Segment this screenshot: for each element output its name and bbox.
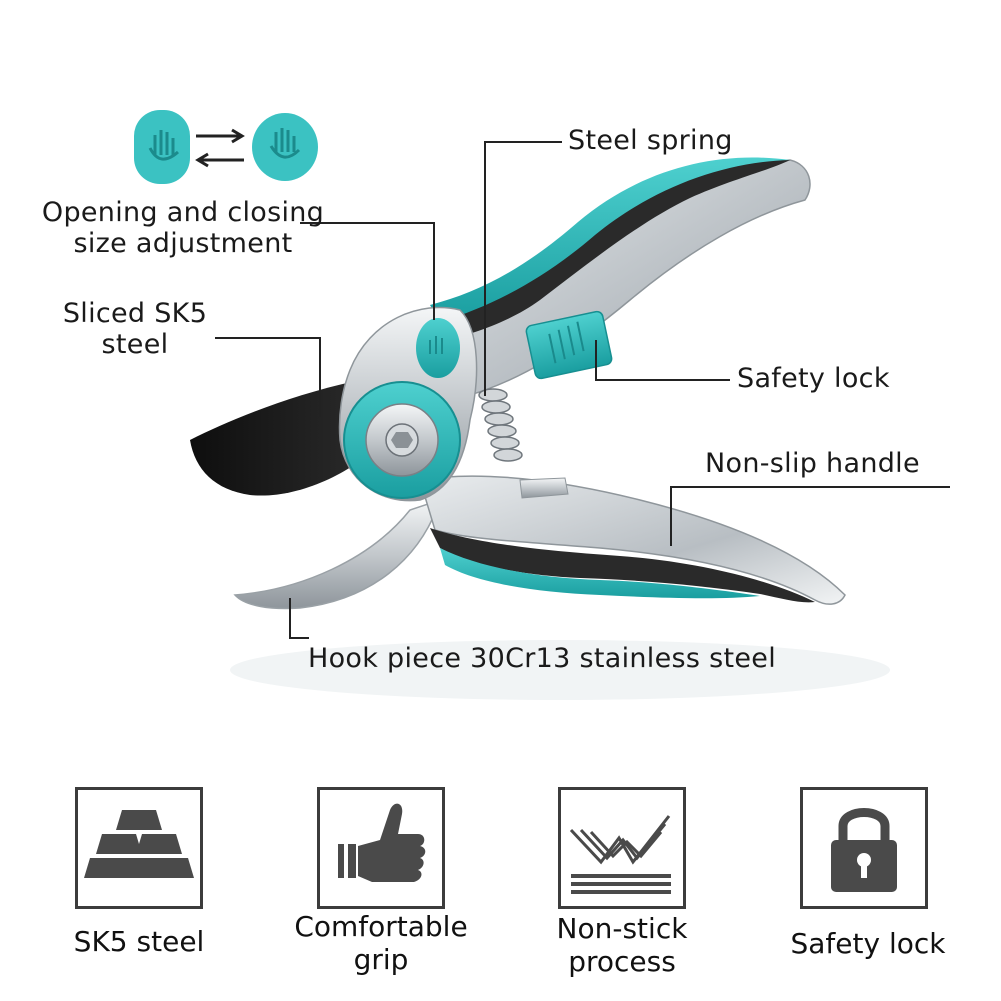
feature-box-grip (317, 787, 445, 909)
feature-label-nonstick: Non-stick process (512, 912, 732, 978)
non-stick-mark-icon (569, 815, 671, 894)
upper-handle-steel (418, 159, 811, 396)
feature-label-sk5-line1: SK5 steel (73, 925, 205, 958)
callout-sliced-steel: Sliced SK5 steel (40, 298, 230, 360)
leader-hook-h (289, 637, 309, 639)
leader-sliced-v (319, 337, 321, 417)
feature-label-lock-line1: Safety lock (790, 927, 946, 960)
leader-spring-v (484, 141, 486, 396)
pivot-hex-socket (391, 432, 413, 448)
hook-blade (233, 498, 442, 610)
feature-label-nonstick-line1: Non-stick (556, 912, 688, 945)
thumbs-up-hand-icon (338, 803, 426, 882)
feature-label-nonstick-line2: process (568, 945, 676, 978)
upper-handle-teal (430, 157, 790, 322)
feature-box-sk5 (75, 787, 203, 909)
lower-catch (519, 477, 569, 499)
feature-label-grip: Comfortable grip (271, 910, 491, 976)
leader-adjust-h (300, 222, 434, 224)
leader-adjust-v (433, 222, 435, 320)
lower-handle-steel (419, 475, 846, 605)
leader-handle-v (670, 486, 672, 546)
padlock-icon (831, 808, 897, 892)
feature-label-lock: Safety lock (758, 927, 978, 960)
feature-label-grip-line2: grip (353, 943, 409, 976)
callout-sliced-line1: Sliced SK5 (62, 298, 208, 329)
leader-lock-v (595, 340, 597, 380)
callout-adjustment-line2: size adjustment (73, 228, 293, 259)
ingots-icon (84, 810, 194, 878)
leader-spring-h (484, 141, 562, 143)
upper-handle-grip (440, 159, 790, 340)
callout-steel-spring: Steel spring (568, 125, 733, 156)
leader-hook-v (289, 598, 291, 638)
lower-handle-grip (430, 528, 815, 603)
leader-handle-h (670, 486, 950, 488)
floor-reflection (230, 640, 890, 700)
adjustment-button (416, 318, 460, 378)
feature-label-grip-line1: Comfortable (294, 910, 468, 943)
callout-hook-piece: Hook piece 30Cr13 stainless steel (308, 643, 777, 674)
feature-box-nonstick (558, 787, 686, 909)
adjustment-button-grip-marks (429, 336, 443, 354)
callout-safety-lock: Safety lock (737, 363, 890, 394)
leader-lock-h (595, 379, 730, 381)
callout-non-slip-handle: Non-slip handle (705, 448, 920, 479)
callout-adjustment: Opening and closing size adjustment (18, 197, 348, 259)
adjustment-diagram (134, 110, 318, 184)
safety-lock-slider (525, 310, 613, 380)
callout-sliced-line2: steel (101, 329, 169, 360)
feature-label-sk5: SK5 steel (29, 925, 249, 958)
feature-box-lock (800, 787, 928, 909)
leader-sliced-h (215, 337, 320, 339)
callout-adjustment-line1: Opening and closing (41, 197, 325, 228)
lower-handle-teal (440, 548, 760, 599)
steel-spring (478, 388, 523, 462)
